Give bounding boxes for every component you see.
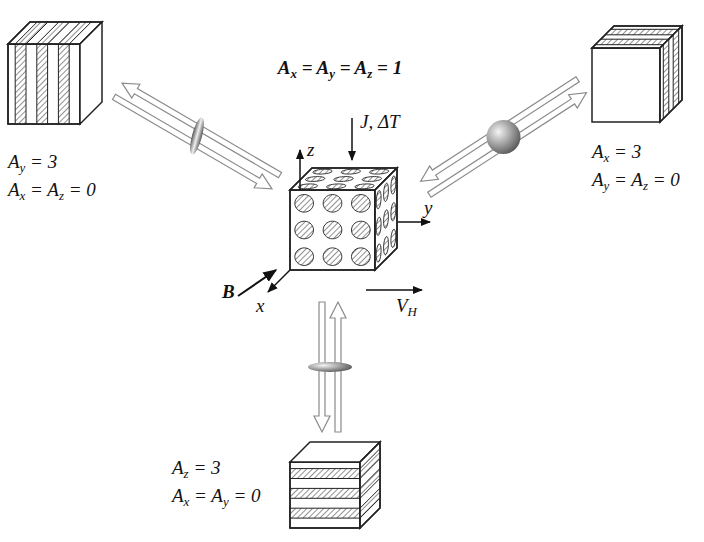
cube-face (360, 442, 380, 528)
particle-dot (295, 221, 314, 239)
anisotropic-cube (290, 442, 380, 528)
axis-label: y (424, 198, 432, 219)
particle-dot (376, 191, 381, 209)
hollow-arrow (421, 77, 580, 182)
particle-dot (313, 169, 332, 174)
particle-dot (341, 169, 360, 174)
z-axis (299, 150, 301, 190)
cube-face (592, 48, 660, 122)
cube-edge (290, 190, 375, 270)
stripe-band (58, 44, 69, 124)
particle-dot (384, 237, 389, 255)
current-arrow (351, 118, 353, 160)
voltage-label: VH (396, 296, 417, 317)
particle-dot (298, 184, 317, 189)
field-label: B (222, 282, 235, 303)
transform-arrows (112, 83, 281, 189)
hall-voltage-arrow (366, 289, 422, 291)
cube-face (375, 168, 397, 270)
cube-face (80, 22, 102, 124)
cube-face (660, 26, 682, 122)
anisotropy-label: Ax = 3 (592, 142, 641, 163)
stripe-band (605, 29, 679, 35)
axis-label: z (307, 140, 314, 161)
stripe-band (15, 44, 26, 124)
cube-edge (8, 44, 80, 124)
particle-dot (376, 217, 381, 235)
particle-dot (376, 244, 381, 262)
particle-dot (384, 210, 389, 228)
particle-dot (362, 177, 381, 182)
cube-edge (360, 442, 380, 528)
particle-dot (334, 177, 353, 182)
stripe-band (595, 39, 669, 45)
particle-dot (323, 221, 342, 239)
isotropic-cube (290, 168, 397, 270)
particle-dot (391, 229, 396, 247)
cube-face (290, 190, 375, 270)
particle-dot (323, 195, 342, 213)
cube-edge (290, 462, 360, 528)
stripe-band (290, 469, 360, 479)
particle-dot (327, 184, 346, 189)
particle-dot (370, 169, 389, 174)
axis-label: x (256, 296, 264, 317)
particle-dot (391, 176, 396, 194)
stripe-band (360, 488, 380, 518)
anisotropy-label: Az = 3 (172, 458, 220, 479)
cube-face (8, 44, 80, 124)
cube-edge (375, 168, 397, 270)
y-axis (398, 221, 430, 223)
sphere-particle (487, 120, 521, 154)
particle-dot (295, 248, 314, 266)
anisotropic-cube (592, 26, 682, 122)
anisotropic-cube (8, 22, 102, 124)
disc-particle (187, 116, 206, 155)
anisotropy-label: Ay = Az = 0 (592, 170, 680, 191)
particle-dot (391, 203, 396, 221)
stripe-band (290, 508, 360, 518)
particle-dot (351, 195, 370, 213)
particle-dot (355, 184, 374, 189)
anisotropy-label: Ax = Az = 0 (8, 180, 96, 201)
hollow-arrow (122, 83, 282, 178)
transform-arrows (421, 77, 587, 197)
hollow-arrow (428, 93, 587, 198)
stripe-band (37, 44, 48, 124)
cube-face (290, 462, 360, 528)
particle-dot (351, 248, 370, 266)
disc-particle (308, 362, 352, 372)
anisotropy-label: Ax = Ay = Az = 1 (278, 58, 402, 79)
particle-dot (306, 177, 325, 182)
transform-arrows (308, 302, 352, 432)
hollow-arrow (112, 94, 272, 189)
stripe-band (290, 488, 360, 498)
cube-edge (660, 26, 682, 122)
particle-dot (351, 221, 370, 239)
anisotropy-label: Ay = 3 (8, 152, 57, 173)
stripe-band (673, 29, 679, 109)
flux-label: J, ΔT (360, 112, 400, 133)
field-arrow (238, 270, 276, 296)
particle-dot (295, 195, 314, 213)
particle-dot (323, 248, 342, 266)
stripe-band (663, 39, 669, 119)
particle-dot (384, 183, 389, 201)
anisotropy-label: Ax = Ay = 0 (172, 486, 261, 507)
